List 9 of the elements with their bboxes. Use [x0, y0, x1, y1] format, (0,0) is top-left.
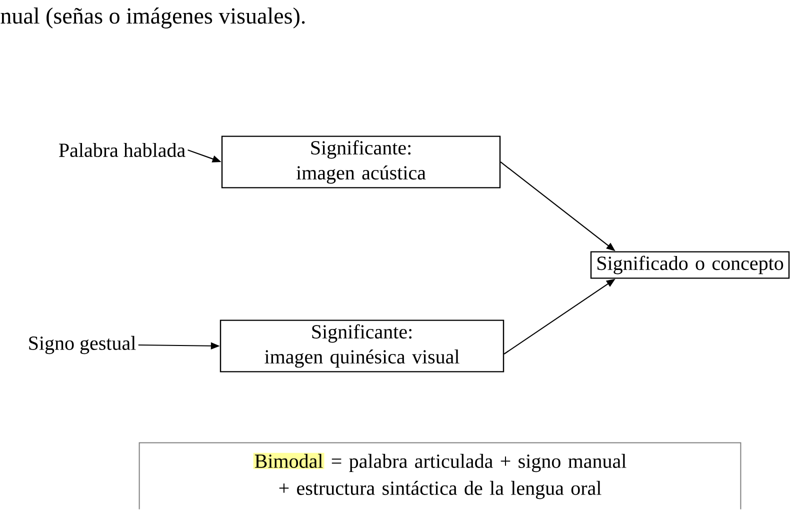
- node-label: + estructura sintáctica de la lengua oral: [279, 480, 602, 500]
- note-box: Bimodal = palabra articulada + signo manual + estructura sintáctica de la lengua oral: [138, 442, 742, 510]
- process-box: Significado o concepto: [590, 251, 790, 279]
- text-line: nual (señas o imágenes visuales).: [0, 8, 305, 28]
- text-label: Signo gestual: [29, 336, 136, 354]
- process-box: Significante: imagen acústica: [221, 136, 501, 188]
- process-box: Significante: imagen quinésica visual: [220, 320, 504, 372]
- node-label: = palabra articulada + signo manual: [332, 454, 626, 472]
- text-label: Palabra hablada: [59, 142, 186, 158]
